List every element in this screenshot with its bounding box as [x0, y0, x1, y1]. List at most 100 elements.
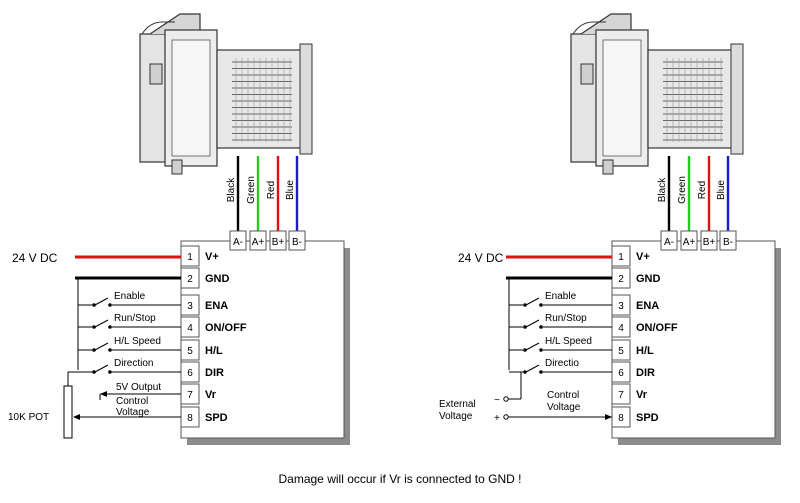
pin-signal-label: GND [205, 273, 230, 285]
pin-number: 7 [618, 390, 624, 401]
switch-contact [92, 303, 96, 307]
switch-contact [92, 325, 96, 329]
pin-number: 6 [187, 368, 193, 379]
motor-terminal-label: A+ [683, 237, 696, 248]
motor-terminal [229, 230, 247, 251]
pin-number: 2 [187, 274, 193, 285]
pin-signal-label: ENA [205, 300, 228, 312]
motor-terminal [288, 230, 306, 251]
switch-contact [523, 303, 527, 307]
motor-terminal [700, 230, 718, 251]
switch-contact [539, 325, 543, 329]
pot-wiper-arrow [73, 414, 80, 420]
warning-text: Damage will occur if Vr is connected to … [279, 472, 522, 486]
motor-wire-label: Black [657, 177, 668, 202]
switch-contact [92, 348, 96, 352]
pin-number: 1 [187, 252, 193, 263]
switch-contact [108, 303, 112, 307]
pin-number: 5 [187, 346, 193, 357]
motor-end-cap [730, 43, 744, 155]
pin-signal-label: H/L [205, 345, 223, 357]
control-label: Voltage [547, 402, 581, 413]
switch-blade [525, 364, 540, 373]
switch-blade [525, 342, 540, 351]
potentiometer [63, 385, 73, 439]
motor-terminal-label: A- [664, 237, 674, 248]
motor-wire-label: Red [697, 181, 708, 199]
motor-body [647, 49, 739, 149]
pin-signal-label: V+ [636, 251, 650, 263]
switch-blade [94, 319, 109, 328]
pin-number: 3 [618, 301, 624, 312]
supply-label: 24 V DC [458, 251, 504, 265]
vr-output-label: 5V Output [116, 382, 161, 393]
control-label: Control [547, 390, 579, 401]
switch-label: Direction [114, 358, 153, 369]
external-terminal [503, 414, 509, 420]
motor-shaft [602, 159, 614, 175]
pin-box [611, 383, 631, 405]
motor-terminal-label: B+ [703, 237, 716, 248]
motor-terminal-label: B+ [272, 237, 285, 248]
pin-signal-label: Vr [205, 389, 217, 401]
pin-number: 8 [187, 413, 193, 424]
switch-blade [94, 297, 109, 306]
motor-wire-label: Red [266, 181, 277, 199]
supply-label: 24 V DC [12, 251, 58, 265]
motor-terminal [269, 230, 287, 251]
pin-signal-label: ENA [636, 300, 659, 312]
pin-signal-label: SPD [636, 412, 659, 424]
vr-output-arrow [100, 391, 107, 397]
switch-label: Enable [114, 291, 146, 302]
motor-shaft [171, 159, 183, 175]
pin-signal-label: ON/OFF [205, 322, 247, 334]
switch-contact [108, 348, 112, 352]
motor-mount-top [149, 13, 201, 35]
pin-number: 8 [618, 413, 624, 424]
pin-signal-label: GND [636, 273, 661, 285]
switch-label: H/L Speed [114, 336, 161, 347]
external-terminal [503, 396, 509, 402]
switch-contact [108, 325, 112, 329]
pin-number: 4 [187, 323, 193, 334]
motor-flange-face [602, 39, 642, 157]
motor-knob [149, 63, 163, 85]
pin-number: 2 [618, 274, 624, 285]
switch-blade [94, 342, 109, 351]
switch-label: Run/Stop [545, 313, 587, 324]
pin-signal-label: H/L [636, 345, 654, 357]
external-minus: − [494, 395, 500, 406]
motor-mount-lip [141, 21, 175, 35]
motor-knob [580, 63, 594, 85]
pin-signal-label: Vr [636, 389, 648, 401]
pin-signal-label: SPD [205, 412, 228, 424]
motor-terminal [719, 230, 737, 251]
motor-wire-label: Green [677, 176, 688, 204]
motor-wire-label: Blue [285, 180, 296, 200]
switch-contact [523, 348, 527, 352]
switch-label: Run/Stop [114, 313, 156, 324]
switch-contact [92, 370, 96, 374]
external-plus: + [494, 413, 500, 424]
pin-number: 6 [618, 368, 624, 379]
motor-end-cap [299, 43, 313, 155]
motor-flange-face [171, 39, 211, 157]
switch-blade [525, 319, 540, 328]
motor-terminal [249, 230, 267, 251]
switch-label: H/L Speed [545, 336, 592, 347]
switch-contact [108, 370, 112, 374]
switch-blade [525, 297, 540, 306]
pin-number: 3 [187, 301, 193, 312]
pot-label: 10K POT [8, 412, 49, 423]
motor-terminal-label: A+ [252, 237, 265, 248]
stepper-motor-illustration [570, 13, 744, 175]
pin-number: 4 [618, 323, 624, 334]
switch-contact [523, 325, 527, 329]
switch-contact [539, 370, 543, 374]
motor-mount-top [580, 13, 632, 35]
driver-box [611, 240, 776, 439]
external-arrow [605, 414, 612, 420]
